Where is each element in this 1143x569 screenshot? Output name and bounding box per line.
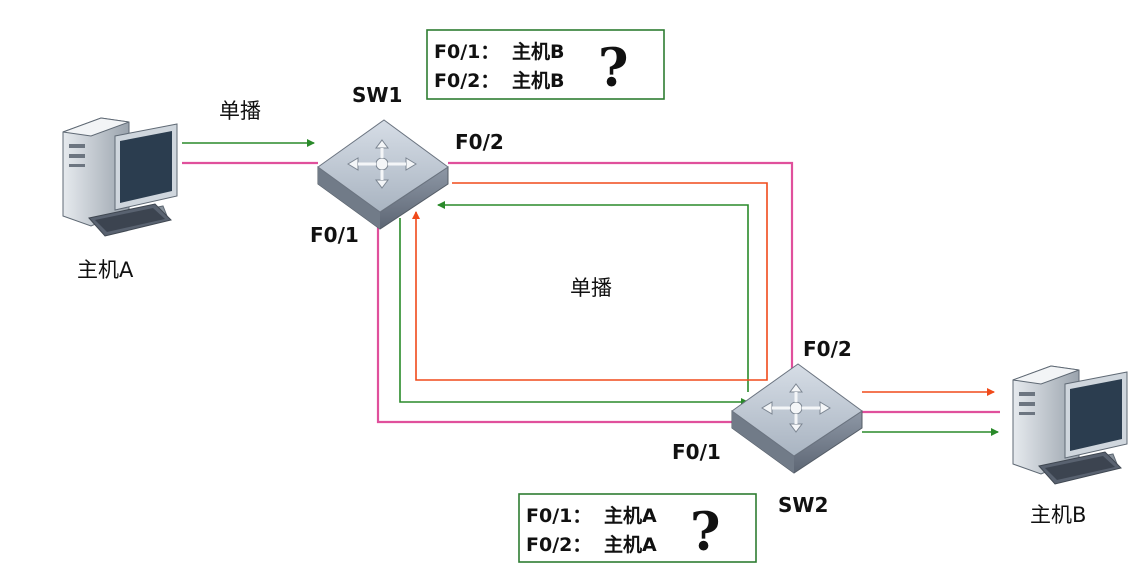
sw1-mac-row-2-host: 主机B (512, 70, 564, 92)
sw1-mac-table-border (426, 29, 665, 100)
sw1-question-mark: ? (598, 38, 628, 99)
host-b-label: 主机B (1030, 503, 1086, 527)
unicast-red-path (412, 182, 995, 396)
sw2-mac-row-2-port: F0/2： (526, 534, 591, 556)
sw2-mac-table-border (518, 493, 757, 563)
red-arrow-sw1-f02-to-sw2-f02 (412, 182, 768, 381)
host-a-desktop-computer-icon (62, 117, 178, 237)
sw2-mac-row-1-port: F0/1： (526, 505, 591, 527)
sw1-mac-row-1-host: 主机B (512, 41, 564, 63)
sw2-mac-table: F0/1： 主机A F0/2： 主机A ? (518, 493, 757, 563)
link-sw1-f02-sw2-f02 (448, 161, 794, 378)
green-arrow-sw2-f02-to-sw1-f02 (437, 201, 749, 392)
sw1-mac-row-1-port: F0/1： (434, 41, 499, 63)
sw2-port-f02-label: F0/2 (803, 337, 852, 361)
link-sw1-f01-sw2-f01 (376, 222, 740, 424)
sw1-label: SW1 (352, 83, 402, 107)
sw1-port-f01-label: F0/1 (310, 223, 359, 247)
sw1-mac-table: F0/1： 主机B F0/2： 主机B ? (426, 29, 665, 100)
sw2-label: SW2 (778, 493, 828, 517)
sw1-port-f02-label: F0/2 (455, 130, 504, 154)
physical-links (182, 161, 1000, 424)
host-a-label: 主机A (77, 258, 134, 282)
unicast-center-label: 单播 (570, 276, 612, 300)
diagram-labels: SW1 F0/2 F0/1 F0/2 F0/1 SW2 主机A 主机B 单播 单… (77, 83, 1086, 527)
sw2-layer2-switch-icon (731, 363, 863, 474)
unicast-green-path (182, 139, 999, 436)
host-b-desktop-computer-icon (1012, 365, 1128, 485)
sw2-question-mark: ? (690, 502, 720, 563)
sw1-mac-row-2-port: F0/2： (434, 70, 499, 92)
sw1-layer2-switch-icon (317, 119, 449, 230)
sw2-mac-row-2-host: 主机A (604, 534, 657, 556)
green-arrow-sw1-f01-to-sw2-f01 (399, 218, 749, 406)
sw2-mac-row-1-host: 主机A (604, 505, 657, 527)
sw2-port-f01-label: F0/1 (672, 440, 721, 464)
unicast-top-label: 单播 (219, 99, 261, 123)
